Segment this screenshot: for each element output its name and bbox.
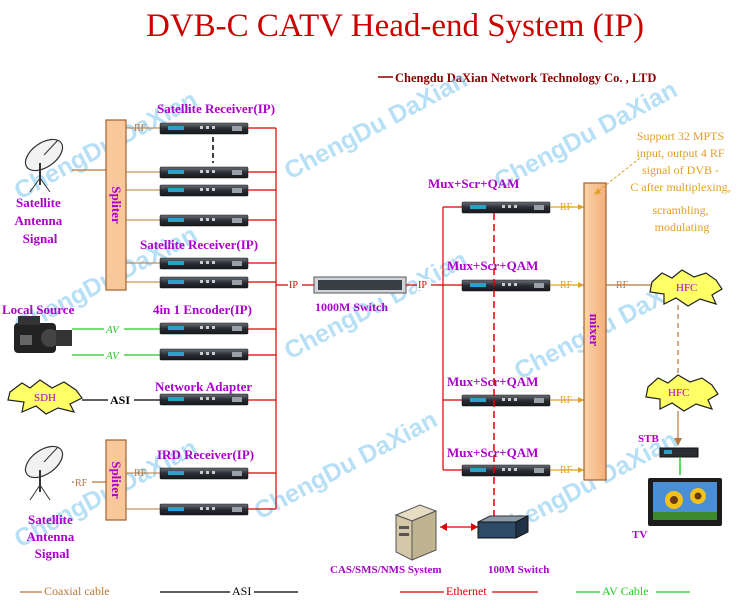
rf-label: RF <box>560 465 573 476</box>
rf-label: RF <box>560 280 573 291</box>
satellite-receiver-device <box>159 214 249 227</box>
asi-label: ASI <box>110 393 130 407</box>
ird-receiver-label: IRD Receiver(IP) <box>157 447 254 462</box>
cas-arrow-left <box>440 523 447 531</box>
splitter-2 <box>105 439 127 521</box>
satellite-receiver-device <box>159 166 249 179</box>
legend-av: AV Cable <box>602 584 649 598</box>
mixer-note: Support 32 MPTS input, output 4 RF signa… <box>630 129 733 234</box>
stb-arrowhead <box>674 438 682 446</box>
ird-receiver-device <box>159 503 249 516</box>
server-icon <box>394 504 438 561</box>
legend-ethernet: Ethernet <box>446 584 487 598</box>
mux-device <box>461 394 551 407</box>
mux-label: Mux+Scr+QAM <box>447 445 538 460</box>
ip-label-bg <box>417 279 431 290</box>
ethernet-left-trunk <box>248 127 314 510</box>
mixer-label: mixer <box>587 314 602 347</box>
tv-icon <box>648 478 722 526</box>
encoder-device <box>159 348 249 361</box>
camera-icon <box>14 316 72 353</box>
mux-label: Mux+Scr+QAM <box>447 258 538 273</box>
rf-label: RF <box>560 202 573 213</box>
ip-label: IP <box>418 280 427 291</box>
encoder-label: 4in 1 Encoder(IP) <box>153 302 252 317</box>
watermark: ChengDu DaXian <box>250 405 442 525</box>
ip-label: IP <box>289 280 298 291</box>
satellite-receiver-label-1: Satellite Receiver(IP) <box>157 101 275 116</box>
av-label-bg <box>104 323 124 335</box>
satellite-receiver-device <box>159 276 249 289</box>
satellite-dish-icon <box>24 138 64 193</box>
satellite-receiver-device <box>159 122 249 135</box>
satellite-receiver-device <box>159 184 249 197</box>
company-name: Chengdu DaXian Network Technology Co. , … <box>395 71 656 85</box>
sdh-cloud <box>7 379 83 415</box>
rf-label: RF <box>616 280 629 291</box>
legend-coaxial: Coaxial cable <box>44 584 110 598</box>
splitter-1 <box>105 119 127 291</box>
rf-label: RF <box>75 478 88 489</box>
hfc-label: HFC <box>668 387 689 399</box>
switch-1000m <box>313 276 407 294</box>
legend-asi: ASI <box>232 584 251 598</box>
sdh-label: SDH <box>34 392 56 404</box>
note-arrowhead <box>594 188 601 195</box>
ethernet-right-trunk <box>406 206 462 471</box>
hfc-cloud-2 <box>645 374 719 412</box>
rf-label-bg <box>74 476 92 488</box>
splitter-2-outputs <box>126 472 160 510</box>
stb-label: STB <box>638 433 659 445</box>
local-source-label: Local Source <box>2 302 75 317</box>
satellite-signal-label: Satellite Antenna Signal <box>27 512 78 561</box>
av-label-bg <box>104 349 124 361</box>
satellite-receiver-label-2: Satellite Receiver(IP) <box>140 237 258 252</box>
av-label: AV <box>105 350 120 362</box>
rf-label: RF <box>560 395 573 406</box>
mux-device <box>461 279 551 292</box>
encoder-device <box>159 322 249 335</box>
splitter-1-outputs <box>126 127 160 283</box>
mux-device <box>461 201 551 214</box>
stb-device <box>659 447 699 458</box>
satellite-dish-icon <box>24 445 64 501</box>
rf-arrowheads <box>578 204 584 473</box>
splitter-label: Spliter <box>109 461 124 499</box>
asi-label-bg <box>108 393 134 406</box>
ird-receiver-device <box>159 467 249 480</box>
note-pointer <box>595 157 641 194</box>
rf-label: RF <box>134 123 147 134</box>
page-title: DVB-C CATV Head-end System (IP) <box>146 8 644 44</box>
av-label: AV <box>105 324 120 336</box>
hfc-label: HFC <box>676 282 697 294</box>
switch-100m <box>477 515 529 539</box>
hfc-cloud-1 <box>649 269 723 307</box>
mux-label: Mux+Scr+QAM <box>447 374 538 389</box>
switch-1000m-label: 1000M Switch <box>315 300 388 314</box>
mux-device <box>461 464 551 477</box>
ip-label-bg <box>288 279 302 290</box>
mux-label: Mux+Scr+QAM <box>428 176 519 191</box>
satellite-receiver-device <box>159 257 249 270</box>
rf-label: RF <box>134 468 147 479</box>
network-adapter-label: Network Adapter <box>155 379 252 394</box>
mixer <box>583 182 607 481</box>
legend: Coaxial cable ASI Ethernet AV Cable <box>20 584 690 598</box>
watermark: ChengDu DaXian <box>280 65 472 185</box>
splitter-label: Spliter <box>109 186 124 224</box>
satellite-signal-label: Satellite Antenna Signal <box>15 195 66 246</box>
cas-arrow-right <box>471 523 478 531</box>
satellite-receiver-devices <box>159 122 249 289</box>
cas-label: CAS/SMS/NMS System <box>330 564 442 576</box>
tv-label: TV <box>632 529 647 541</box>
network-adapter-device <box>159 393 249 406</box>
switch-100m-label: 100M Switch <box>488 564 549 576</box>
